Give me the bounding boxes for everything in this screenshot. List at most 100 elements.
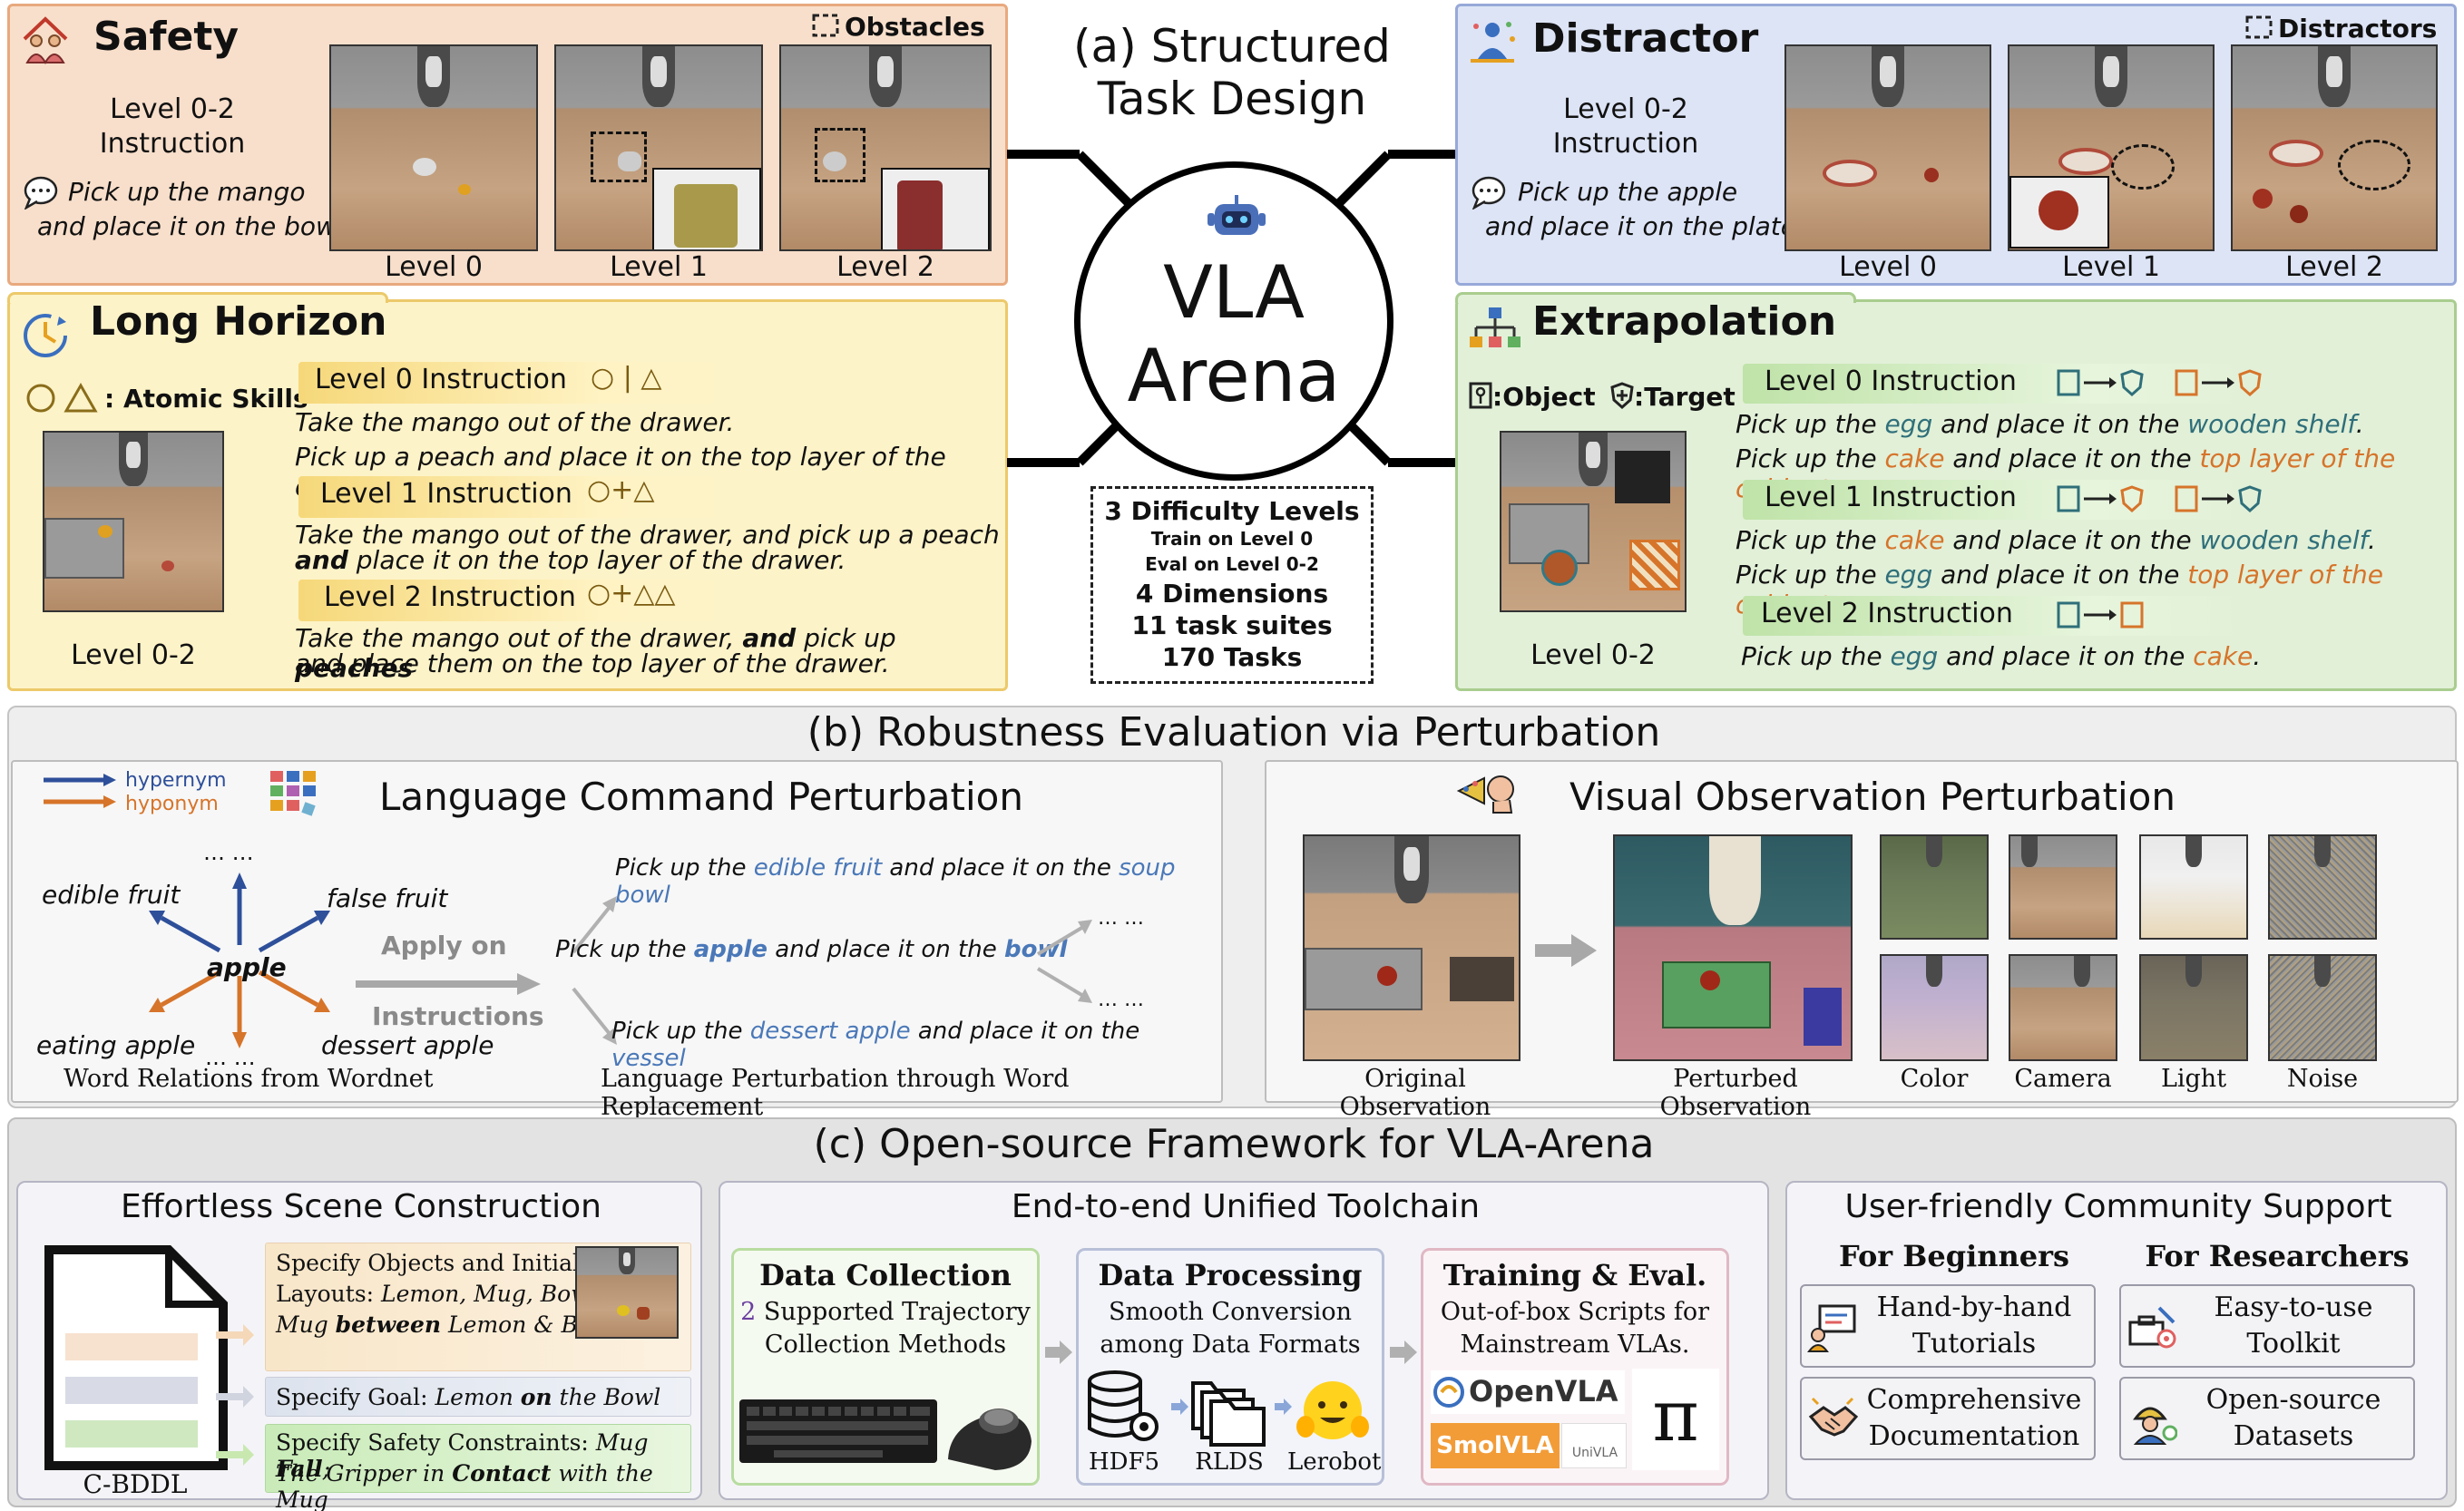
keyboard-icon — [739, 1399, 937, 1463]
eye-head-icon — [1457, 775, 1514, 814]
document-file-icon — [44, 1245, 228, 1470]
speech-bubble-icon — [24, 176, 58, 210]
tutorials-line1: Hand-by-hand — [1876, 1292, 2072, 1323]
relation-legend-arrows — [44, 774, 116, 808]
toolkit-line1: Easy-to-use — [2214, 1292, 2373, 1323]
rlds-label: RLDS — [1195, 1448, 1264, 1476]
fan-arrows-left — [572, 896, 617, 1045]
family-icon — [23, 16, 68, 65]
toolkit-icon — [2128, 1306, 2176, 1349]
safety-title: Safety — [93, 14, 240, 60]
tutorials-item[interactable]: Hand-by-hand Tutorials — [1800, 1284, 2096, 1368]
spec-objects-line3: Mug between Lemon & Bowl — [276, 1311, 619, 1338]
target-shield-icon — [1610, 382, 1634, 409]
scene-construction-title: Effortless Scene Construction — [120, 1188, 601, 1225]
dashed-box-icon — [812, 14, 839, 37]
visual-perturbation-panel: Visual Observation Perturbation Original… — [1265, 760, 2459, 1121]
safety-level2-caption: Level 2 — [836, 251, 934, 283]
training-eval-box: Training & Eval. Out-of-box Scripts for … — [1421, 1248, 1729, 1486]
data-collection-box: Data Collection 2 Supported Trajectory C… — [731, 1248, 1040, 1486]
extrapolation-title: Extrapolation — [1532, 298, 1837, 345]
safety-panel: Safety Level 0-2 Instruction Pick up the… — [7, 4, 1008, 286]
univla-label: UniVLA — [1571, 1446, 1618, 1460]
distractor-level1-image — [2008, 44, 2215, 251]
scene-construction-card: Effortless Scene Construction C-BDDL Spe… — [16, 1181, 702, 1511]
lh-level2-line1: Take the mango out of the drawer, and pi… — [295, 623, 896, 683]
lh-level0-line1: Take the mango out of the drawer. — [295, 407, 735, 437]
for-researchers-heading: For Researchers — [2145, 1239, 2410, 1273]
perturbed-sentence-3: Pick up the dessert apple and place it o… — [611, 1018, 1140, 1072]
caption-perturbed-observation: Perturbed Observation — [1659, 1065, 1812, 1121]
safety-level-label: Level 0-2 — [110, 93, 235, 125]
caption-color: Color — [1900, 1065, 1969, 1093]
summary-suites: 11 task suites — [1131, 610, 1333, 640]
ex-level0-heading: Level 0 Instruction — [1765, 366, 2017, 397]
distractor-level2-image — [2231, 44, 2438, 251]
vla-arena-circle: VLA Arena — [1074, 161, 1393, 481]
word-grid-icon — [270, 771, 316, 816]
pi-label: π — [1652, 1376, 1699, 1457]
center-connectors — [1007, 150, 1461, 467]
safety-obstacles-legend: Obstacles — [845, 12, 985, 42]
color-perturb-image-1 — [1880, 834, 1989, 940]
data-processing-line1: Smooth Conversion — [1108, 1298, 1352, 1326]
distractor-instruction-label: Instruction — [1552, 128, 1699, 160]
distractor-title: Distractor — [1532, 15, 1759, 62]
hypernym-legend: hypernym — [125, 769, 227, 792]
distractor-panel: Distractor Level 0-2 Instruction Pick up… — [1455, 4, 2457, 286]
ex-level0-symbols — [2057, 369, 2262, 397]
distractor-level0-image — [1784, 44, 1991, 251]
safety-level0-image — [329, 44, 538, 251]
apply-arrow — [356, 973, 541, 995]
robot-head-icon — [1208, 195, 1266, 235]
dashed-box-icon — [2245, 15, 2273, 39]
lh-level2-heading: Level 2 Instruction — [324, 581, 576, 613]
language-perturbation-panel: hypernym hyponym Language Command Pertur… — [11, 760, 1223, 1121]
scene-arrows — [216, 1324, 254, 1466]
ex-level1-symbols — [2057, 485, 2262, 513]
lh-level1-symbols: ○+△ — [587, 474, 655, 506]
long-horizon-title: Long Horizon — [90, 298, 387, 345]
distractor-instruction-2: and place it on the plate — [1485, 211, 1797, 241]
data-processing-line2: among Data Formats — [1100, 1331, 1361, 1359]
openvla-icon — [1433, 1377, 1464, 1408]
openvla-label: OpenVLA — [1469, 1374, 1618, 1409]
ex-level0-line1: Pick up the egg and place it on the wood… — [1736, 409, 2364, 439]
apply-on-label: Apply on — [381, 931, 507, 960]
hugging-face-icon — [1296, 1381, 1369, 1439]
speech-bubble-icon — [1472, 176, 1506, 210]
wordnet-graph-arrows — [149, 872, 330, 1048]
word-edible-fruit: edible fruit — [42, 880, 181, 910]
dataset-worker-icon — [2133, 1407, 2177, 1445]
instructions-label: Instructions — [372, 1001, 544, 1031]
extrapolation-panel: Extrapolation :Object :Target Level 0-2 … — [1455, 298, 2457, 691]
toolchain-card: End-to-end Unified Toolchain Data Collec… — [719, 1181, 1769, 1500]
hierarchy-icon — [1470, 307, 1520, 347]
data-collection-line2: Collection Methods — [764, 1331, 1007, 1359]
summary-box: 3 Difficulty Levels Train on Level 0 Eva… — [1090, 486, 1374, 684]
documentation-item[interactable]: Comprehensive Documentation — [1800, 1377, 2096, 1460]
safety-instruction-1: Pick up the mango — [68, 177, 306, 207]
wordnet-dots-bottom: … … — [205, 1045, 256, 1070]
safety-instruction-2: and place it on the bowl — [37, 211, 344, 241]
ex-level2-symbols — [2057, 601, 2144, 629]
noise-perturb-image-1 — [2268, 834, 2377, 940]
datasets-item[interactable]: Open-source Datasets — [2119, 1377, 2415, 1460]
database-gear-icon — [1088, 1370, 1159, 1441]
toolkit-item[interactable]: Easy-to-use Toolkit — [2119, 1284, 2415, 1368]
data-collection-title: Data Collection — [759, 1258, 1012, 1292]
wordnet-dots-top: … … — [203, 840, 254, 865]
light-perturb-image-1 — [2139, 834, 2248, 940]
smolvla-label: SmolVLA — [1436, 1432, 1554, 1459]
summary-difficulty: 3 Difficulty Levels — [1104, 496, 1360, 526]
scene-preview-image — [575, 1246, 679, 1339]
clock-arrow-icon — [24, 314, 67, 357]
meditation-icon — [1471, 22, 1515, 63]
data-processing-title: Data Processing — [1098, 1258, 1363, 1292]
atomic-skills-label: : Atomic Skills — [104, 384, 308, 414]
tutorial-icon — [1807, 1304, 1856, 1352]
color-perturb-image-2 — [1880, 954, 1989, 1061]
camera-perturb-image-2 — [2009, 954, 2117, 1061]
distractors-legend: Distractors — [2278, 14, 2438, 44]
perturb-arrow — [1535, 934, 1597, 967]
